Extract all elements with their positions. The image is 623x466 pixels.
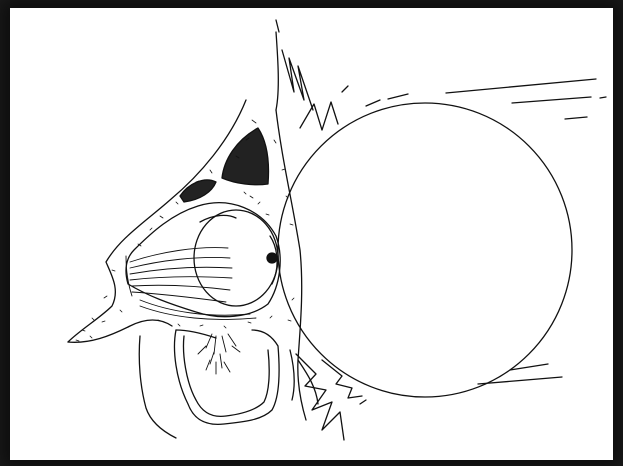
radiating-lines-top bbox=[276, 20, 606, 130]
skull-outline bbox=[68, 100, 306, 438]
maxillary-sinus bbox=[175, 330, 280, 424]
ethmoid-cell bbox=[180, 180, 216, 202]
large-circle bbox=[278, 103, 572, 397]
frontal-sinus bbox=[222, 128, 269, 185]
nasal-wall bbox=[276, 32, 318, 404]
nerve-branches bbox=[198, 334, 240, 374]
eyeball bbox=[194, 210, 278, 306]
eye-muscles bbox=[126, 248, 256, 320]
